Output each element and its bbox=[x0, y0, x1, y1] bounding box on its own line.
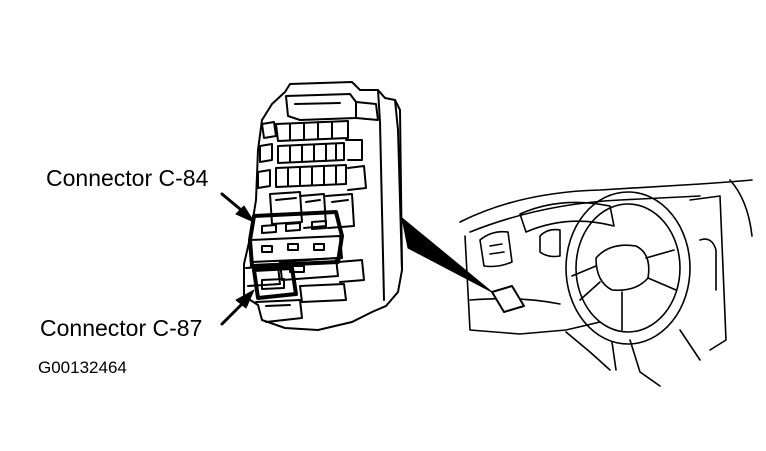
label-connector-c84: Connector C-84 bbox=[46, 165, 209, 191]
dashboard-inset bbox=[459, 179, 753, 387]
connector-c87-outline bbox=[252, 266, 298, 300]
locator-pointer bbox=[401, 217, 493, 293]
junction-block bbox=[243, 81, 403, 331]
figure-code: G00132464 bbox=[38, 358, 127, 377]
label-connector-c87: Connector C-87 bbox=[40, 315, 203, 341]
connector-c84-outline bbox=[248, 210, 344, 268]
arrow-c84 bbox=[220, 192, 255, 223]
arrow-c87 bbox=[220, 289, 255, 326]
fuse-box-location bbox=[491, 285, 525, 313]
